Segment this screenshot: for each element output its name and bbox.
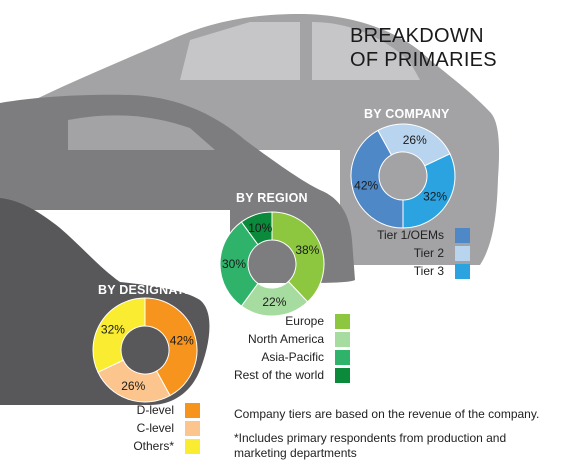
title-line-2: OF PRIMARIES [350, 49, 497, 71]
donut-slice [97, 359, 171, 403]
donut-data-label: 42% [170, 334, 194, 348]
donut-by-region: 38% 22% 30% 10% [219, 211, 325, 317]
chart-title-by-company: BY COMPANY [364, 107, 450, 121]
donut-slice [271, 211, 325, 303]
legend-label: Rest of the world [233, 368, 324, 382]
legend-item: Europe [210, 313, 350, 331]
legend-item: Rest of the world [210, 367, 350, 385]
legend-label: D-level [136, 403, 174, 417]
legend-swatch [335, 332, 350, 347]
legend-label: Europe [285, 314, 324, 328]
donut-data-label: 32% [101, 323, 125, 337]
legend-swatch [335, 350, 350, 365]
donut-slice [219, 221, 259, 307]
donut-slice [377, 123, 451, 167]
car-silhouette-front [0, 198, 210, 405]
legend-label: Others* [133, 439, 174, 453]
legend-item: Tier 3 [330, 263, 470, 281]
note-tiers: Company tiers are based on the revenue o… [234, 407, 540, 421]
legend-label: Tier 3 [413, 264, 444, 278]
legend-item: Tier 2 [330, 245, 470, 263]
donut-slice [144, 297, 198, 397]
donut-slice [92, 297, 146, 373]
legend-label: Tier 1/OEMs [377, 228, 444, 242]
donut-slice [240, 211, 273, 246]
legend-label: Tier 2 [413, 246, 444, 260]
donut-by-company: 42% 26% 32% [350, 123, 456, 229]
chart-title-by-designation: BY DESIGNATION [98, 283, 208, 297]
legend-item: Asia-Pacific [210, 349, 350, 367]
legend-swatch [185, 439, 200, 454]
legend-swatch [335, 368, 350, 383]
donut-data-label: 42% [354, 178, 378, 192]
legend-swatch [185, 421, 200, 436]
donut-slice [402, 153, 456, 229]
legend-item: North America [210, 331, 350, 349]
donut-data-label: 30% [222, 257, 246, 271]
donut-data-label: 26% [403, 133, 427, 147]
donut-data-label: 22% [262, 295, 286, 309]
donut-data-label: 26% [121, 379, 145, 393]
legend-label: Asia-Pacific [261, 350, 324, 364]
legend-swatch [455, 264, 470, 279]
legend-item: C-level [60, 420, 200, 438]
legend-swatch [185, 403, 200, 418]
legend-item: Others* [60, 438, 200, 456]
chart-title-by-region: BY REGION [236, 191, 308, 205]
legend-swatch [455, 228, 470, 243]
legend-by-company: Tier 1/OEMs Tier 2 Tier 3 [330, 227, 470, 281]
legend-swatch [455, 246, 470, 261]
legend-by-region: Europe North America Asia-Pacific Rest o… [210, 313, 350, 385]
donut-data-label: 10% [248, 221, 272, 235]
legend-item: Tier 1/OEMs [330, 227, 470, 245]
legend-label: C-level [136, 421, 174, 435]
legend-item: D-level [60, 402, 200, 420]
legend-swatch [335, 314, 350, 329]
donut-slice [350, 129, 404, 229]
donut-data-label: 38% [295, 243, 319, 257]
donut-by-designation: 42% 26% 32% [92, 297, 198, 403]
legend-label: North America [247, 332, 324, 346]
page-title: BREAKDOWN OF PRIMARIES [350, 24, 550, 72]
donut-data-label: 32% [423, 189, 447, 203]
legend-by-designation: D-level C-level Others* [60, 402, 200, 456]
title-line-1: BREAKDOWN [350, 25, 484, 47]
note-includes: *Includes primary respondents from produ… [234, 431, 507, 460]
